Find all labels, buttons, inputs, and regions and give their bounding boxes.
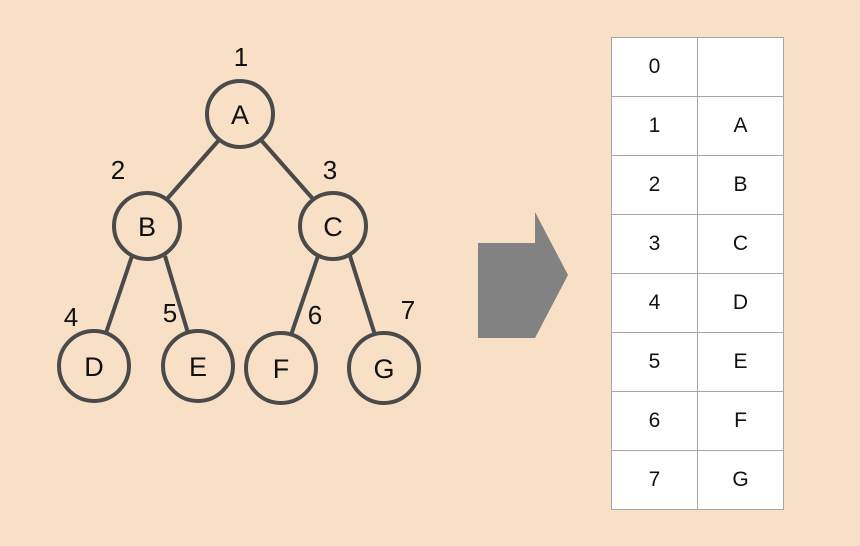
array-value-cell: B [697,155,784,215]
array-index-cell: 0 [611,37,698,97]
array-value-cell: D [697,273,784,333]
array-table-row: 0 [611,37,784,97]
tree-node-index-f: 6 [308,300,322,330]
array-index-cell: 3 [611,214,698,274]
right-block-arrow-icon [478,212,568,338]
array-index-cell: 4 [611,273,698,333]
array-index-cell: 2 [611,155,698,215]
tree-edge-a-c [259,138,315,201]
right-block-arrow [478,212,568,338]
array-value-cell: F [697,391,784,451]
tree-node-circle-c [298,191,368,261]
tree-node-d[interactable]: D [57,329,131,403]
tree-node-a[interactable]: A [205,79,275,149]
array-index-cell: 5 [611,332,698,392]
array-value-cell: G [697,450,784,510]
tree-node-label-f: F [273,354,290,384]
tree-nodes: 1A 2B 3C 4D 5E 6F 7G [57,42,421,405]
tree-node-e[interactable]: E [161,329,235,403]
tree-node-label-e: E [189,352,207,382]
tree-edge-c-g [348,255,377,336]
tree-edge-b-d [104,255,134,334]
tree-edge-b-e [163,255,190,334]
tree-node-index-d: 4 [64,302,78,332]
tree-node-circle-a [205,79,275,149]
tree-node-circle-b [112,191,182,261]
tree-edge-a-b [165,138,221,201]
array-value-cell: E [697,332,784,392]
tree-node-g[interactable]: G [347,331,421,405]
tree-edges [104,138,377,336]
tree-node-label-d: D [84,352,104,382]
tree-edge-c-f [289,255,320,336]
array-value-cell: A [697,96,784,156]
tree-node-label-b: B [138,212,156,242]
tree-node-index-e: 5 [163,298,177,328]
tree-node-f[interactable]: F [244,331,318,405]
tree-node-index-a: 1 [234,42,248,72]
tree-node-circle-e [161,329,235,403]
tree-node-index-g: 7 [401,295,415,325]
tree-node-circle-d [57,329,131,403]
tree-node-label-c: C [323,212,343,242]
tree-node-index-c: 3 [323,155,337,185]
tree-node-circle-g [347,331,421,405]
tree-node-c[interactable]: C [298,191,368,261]
array-value-cell: C [697,214,784,274]
array-index-cell: 6 [611,391,698,451]
tree-node-index-b: 2 [111,155,125,185]
array-value-cell [697,37,784,97]
tree-node-label-g: G [373,354,394,384]
tree-node-circle-f [244,331,318,405]
tree-node-label-a: A [231,100,249,130]
array-index-cell: 1 [611,96,698,156]
array-index-cell: 7 [611,450,698,510]
tree-node-b[interactable]: B [112,191,182,261]
